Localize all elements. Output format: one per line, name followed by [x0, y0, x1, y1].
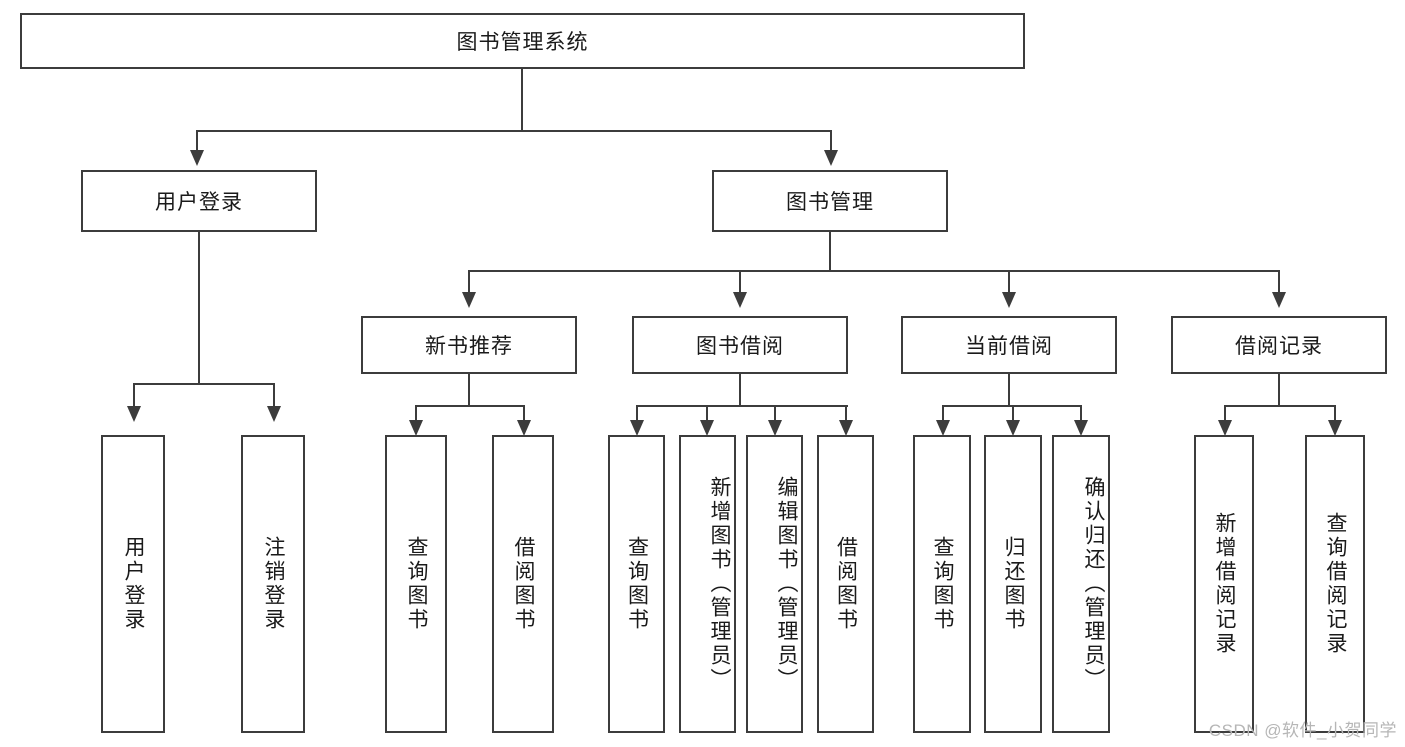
arrowhead-br-leaf-1	[1218, 420, 1232, 436]
leaf-br-add-record[interactable]: 新增借阅记录	[1194, 435, 1254, 733]
node-new-book-recommend[interactable]: 新书推荐	[361, 316, 577, 374]
arrowhead-bb-leaf-2	[700, 420, 714, 436]
arrowhead-leaf-logout	[267, 406, 281, 422]
connector-root-stem	[521, 69, 523, 131]
arrowhead-bb-leaf-1	[630, 420, 644, 436]
node-root[interactable]: 图书管理系统	[20, 13, 1025, 69]
leaf-nbr-query-book[interactable]: 查询图书	[385, 435, 447, 733]
connector-level3-drop-3	[1008, 270, 1010, 294]
arrowhead-bb-leaf-4	[839, 420, 853, 436]
connector-br-drop-2	[1334, 405, 1336, 423]
arrowhead-to-book-mgmt	[824, 150, 838, 166]
node-borrow-record[interactable]: 借阅记录	[1171, 316, 1387, 374]
arrowhead-to-new-book-rec	[462, 292, 476, 308]
connector-nbr-drop-1	[415, 405, 417, 423]
connector-br-drop-1	[1224, 405, 1226, 423]
connector-br-stem	[1278, 374, 1280, 406]
connector-cb-drop-3	[1080, 405, 1082, 423]
connector-bb-drop-4	[845, 405, 847, 423]
connector-bb-drop-1	[636, 405, 638, 423]
watermark-text: CSDN @软件_小贺同学	[1208, 721, 1397, 740]
connector-br-bus	[1224, 405, 1336, 407]
arrowhead-to-borrow-record	[1272, 292, 1286, 308]
node-user-login[interactable]: 用户登录	[81, 170, 317, 232]
node-current-borrow[interactable]: 当前借阅	[901, 316, 1117, 374]
arrowhead-to-book-borrow	[733, 292, 747, 308]
arrowhead-nbr-leaf-2	[517, 420, 531, 436]
connector-bb-drop-2	[706, 405, 708, 423]
arrowhead-nbr-leaf-1	[409, 420, 423, 436]
connector-level3-drop-4	[1278, 270, 1280, 294]
leaf-bb-borrow-book[interactable]: 借阅图书	[817, 435, 874, 733]
leaf-cb-return-book[interactable]: 归还图书	[984, 435, 1042, 733]
arrowhead-cb-leaf-3	[1074, 420, 1088, 436]
leaf-bb-add-book-admin[interactable]: 新增图书（管理员）	[679, 435, 736, 733]
leaf-logout[interactable]: 注销登录	[241, 435, 305, 733]
arrowhead-cb-leaf-1	[936, 420, 950, 436]
leaf-br-query-record[interactable]: 查询借阅记录	[1305, 435, 1365, 733]
connector-book-mgmt-stem	[829, 232, 831, 272]
connector-level3-bus	[468, 270, 1280, 272]
connector-cb-drop-1	[942, 405, 944, 423]
arrowhead-cb-leaf-2	[1006, 420, 1020, 436]
connector-root-drop-right	[830, 130, 832, 152]
leaf-nbr-borrow-book[interactable]: 借阅图书	[492, 435, 554, 733]
connector-cb-stem	[1008, 374, 1010, 406]
connector-root-drop-left	[196, 130, 198, 152]
leaf-cb-query-book[interactable]: 查询图书	[913, 435, 971, 733]
arrowhead-bb-leaf-3	[768, 420, 782, 436]
connector-user-login-stem	[198, 232, 200, 384]
connector-user-login-drop-2	[273, 383, 275, 409]
node-book-management[interactable]: 图书管理	[712, 170, 948, 232]
connector-cb-drop-2	[1012, 405, 1014, 423]
arrowhead-leaf-user-login	[127, 406, 141, 422]
leaf-user-login[interactable]: 用户登录	[101, 435, 165, 733]
arrowhead-to-current-borrow	[1002, 292, 1016, 308]
connector-nbr-stem	[468, 374, 470, 406]
connector-root-bus	[196, 130, 832, 132]
connector-user-login-drop-1	[133, 383, 135, 409]
connector-nbr-drop-2	[523, 405, 525, 423]
leaf-cb-confirm-return-admin[interactable]: 确认归还（管理员）	[1052, 435, 1110, 733]
connector-bb-stem	[739, 374, 741, 406]
connector-bb-drop-3	[774, 405, 776, 423]
arrowhead-br-leaf-2	[1328, 420, 1342, 436]
connector-bb-bus	[636, 405, 848, 407]
connector-user-login-bus	[133, 383, 275, 385]
connector-nbr-bus	[415, 405, 525, 407]
leaf-bb-query-book[interactable]: 查询图书	[608, 435, 665, 733]
connector-level3-drop-1	[468, 270, 470, 294]
arrowhead-to-user-login	[190, 150, 204, 166]
leaf-bb-edit-book-admin[interactable]: 编辑图书（管理员）	[746, 435, 803, 733]
node-book-borrow[interactable]: 图书借阅	[632, 316, 848, 374]
connector-level3-drop-2	[739, 270, 741, 294]
